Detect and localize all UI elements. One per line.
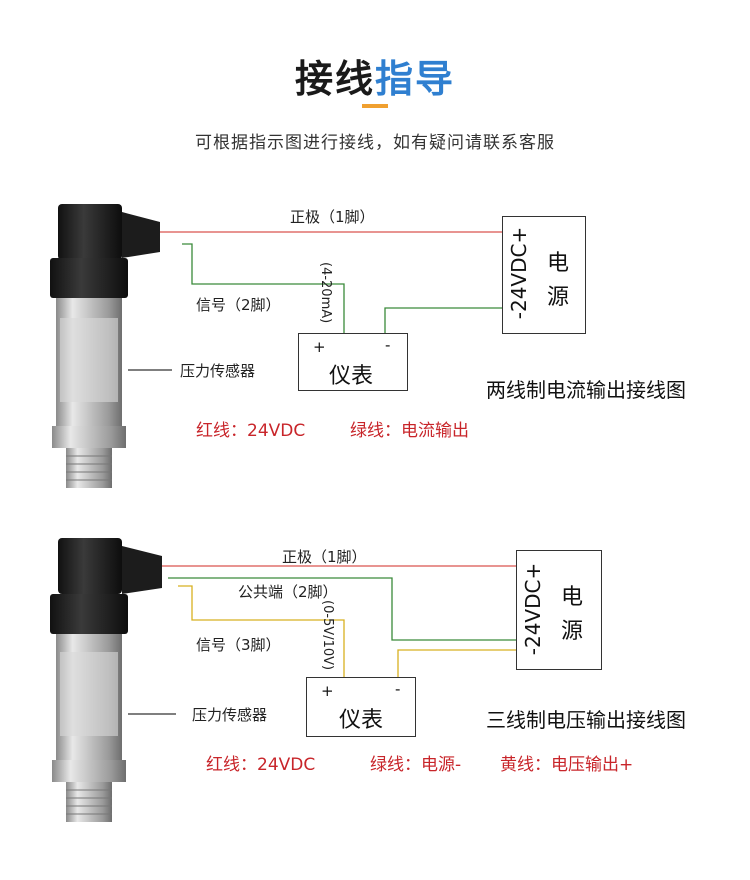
- pressure-sensor-1-icon: [50, 204, 160, 488]
- title-underline: [362, 104, 388, 108]
- d1-red-note: 红线：24VDC: [196, 421, 306, 441]
- green-wire-2: [168, 577, 516, 641]
- d2-meter-name: 仪表: [339, 708, 384, 733]
- d1-power-box: -24VDC+ 电 源: [502, 216, 586, 334]
- d2-red-note: 红线：24VDC: [206, 755, 316, 775]
- d2-green-note: 绿线：电源-: [370, 755, 462, 775]
- d1-current-label: (4-20mA): [318, 262, 333, 324]
- d1-power-char2: 源: [547, 285, 570, 310]
- d2-meter-minus: -: [395, 680, 401, 698]
- d2-common-label: 公共端（2脚）: [238, 583, 338, 601]
- d2-voltage-label: (0-5V/10V): [320, 600, 335, 671]
- d2-signal-label: 信号（3脚）: [196, 636, 281, 654]
- title-part1: 接线: [294, 57, 375, 101]
- d1-sensor-label: 压力传感器: [180, 362, 256, 380]
- d1-power-voltage: -24VDC+: [507, 226, 531, 320]
- d2-power-char2: 源: [561, 619, 584, 644]
- d2-caption: 三线制电压输出接线图: [486, 708, 686, 732]
- yellow-wire-2b: [397, 649, 516, 677]
- d2-meter-box: + - 仪表: [306, 677, 416, 737]
- d2-sensor-label: 压力传感器: [192, 706, 268, 724]
- page-title: 接线指导: [0, 48, 750, 103]
- d2-power-voltage: -24VDC+: [521, 562, 545, 656]
- d1-meter-plus: +: [313, 338, 326, 356]
- d1-caption: 两线制电流输出接线图: [486, 378, 686, 402]
- d1-meter-minus: -: [385, 336, 391, 354]
- yellow-wire-2: [178, 585, 345, 677]
- d1-meter-name: 仪表: [329, 364, 374, 389]
- title-part2: 指导: [375, 57, 456, 101]
- green-wire-1: [182, 243, 345, 333]
- green-wire-1b: [384, 307, 502, 333]
- d2-power-char1: 电: [561, 585, 584, 610]
- d2-meter-plus: +: [321, 682, 334, 700]
- page-subtitle: 可根据指示图进行接线，如有疑问请联系客服: [195, 133, 555, 153]
- d2-positive-label: 正极（1脚）: [282, 548, 367, 566]
- pressure-sensor-2-icon: [50, 538, 162, 822]
- d2-power-box: -24VDC+ 电 源: [516, 550, 602, 670]
- d1-meter-box: + - 仪表: [298, 333, 408, 391]
- d2-yellow-note: 黄线：电压输出+: [500, 755, 634, 775]
- d1-signal-label: 信号（2脚）: [196, 296, 281, 314]
- d1-green-note: 绿线：电流输出: [350, 421, 469, 441]
- d1-power-char1: 电: [547, 251, 570, 276]
- d1-positive-label: 正极（1脚）: [290, 208, 375, 226]
